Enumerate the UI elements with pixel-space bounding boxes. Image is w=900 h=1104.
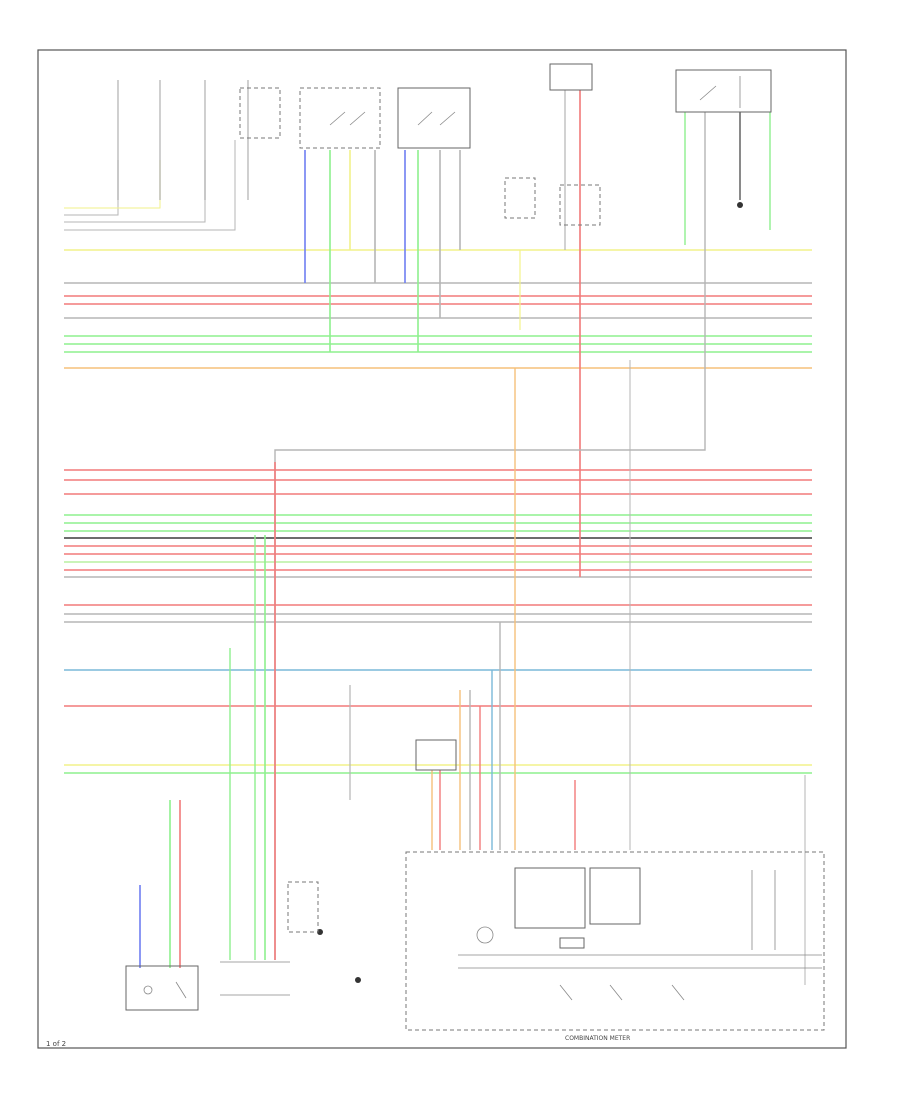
pressure-switch-box	[549, 63, 593, 91]
combination-meter-box	[405, 851, 825, 1031]
relay-right-box	[675, 69, 772, 113]
bottom-components	[125, 739, 825, 1031]
switch-b-box	[397, 87, 471, 149]
fuse-block	[239, 87, 281, 139]
wire-layer	[64, 90, 812, 985]
fuel-pump-box	[125, 965, 199, 1011]
wire-fuse-4	[64, 140, 236, 231]
wire-fuse-2	[64, 160, 161, 209]
wire-fuse-1	[64, 160, 119, 216]
diagram-frame	[37, 49, 847, 1049]
footer-left-label: 1 of 2	[46, 1040, 66, 1048]
top-components	[117, 63, 772, 226]
wire-relay-gray	[274, 112, 706, 960]
combination-meter-label: COMBINATION METER	[565, 1035, 630, 1042]
ground-b-dot	[355, 977, 361, 983]
ground-right-dot	[737, 202, 743, 208]
switch-a-box	[299, 87, 381, 149]
light-sensor-box	[415, 739, 457, 771]
wire-fuse-3	[64, 160, 206, 223]
labels: 1 of 2 COMBINATION METER	[46, 1035, 630, 1048]
